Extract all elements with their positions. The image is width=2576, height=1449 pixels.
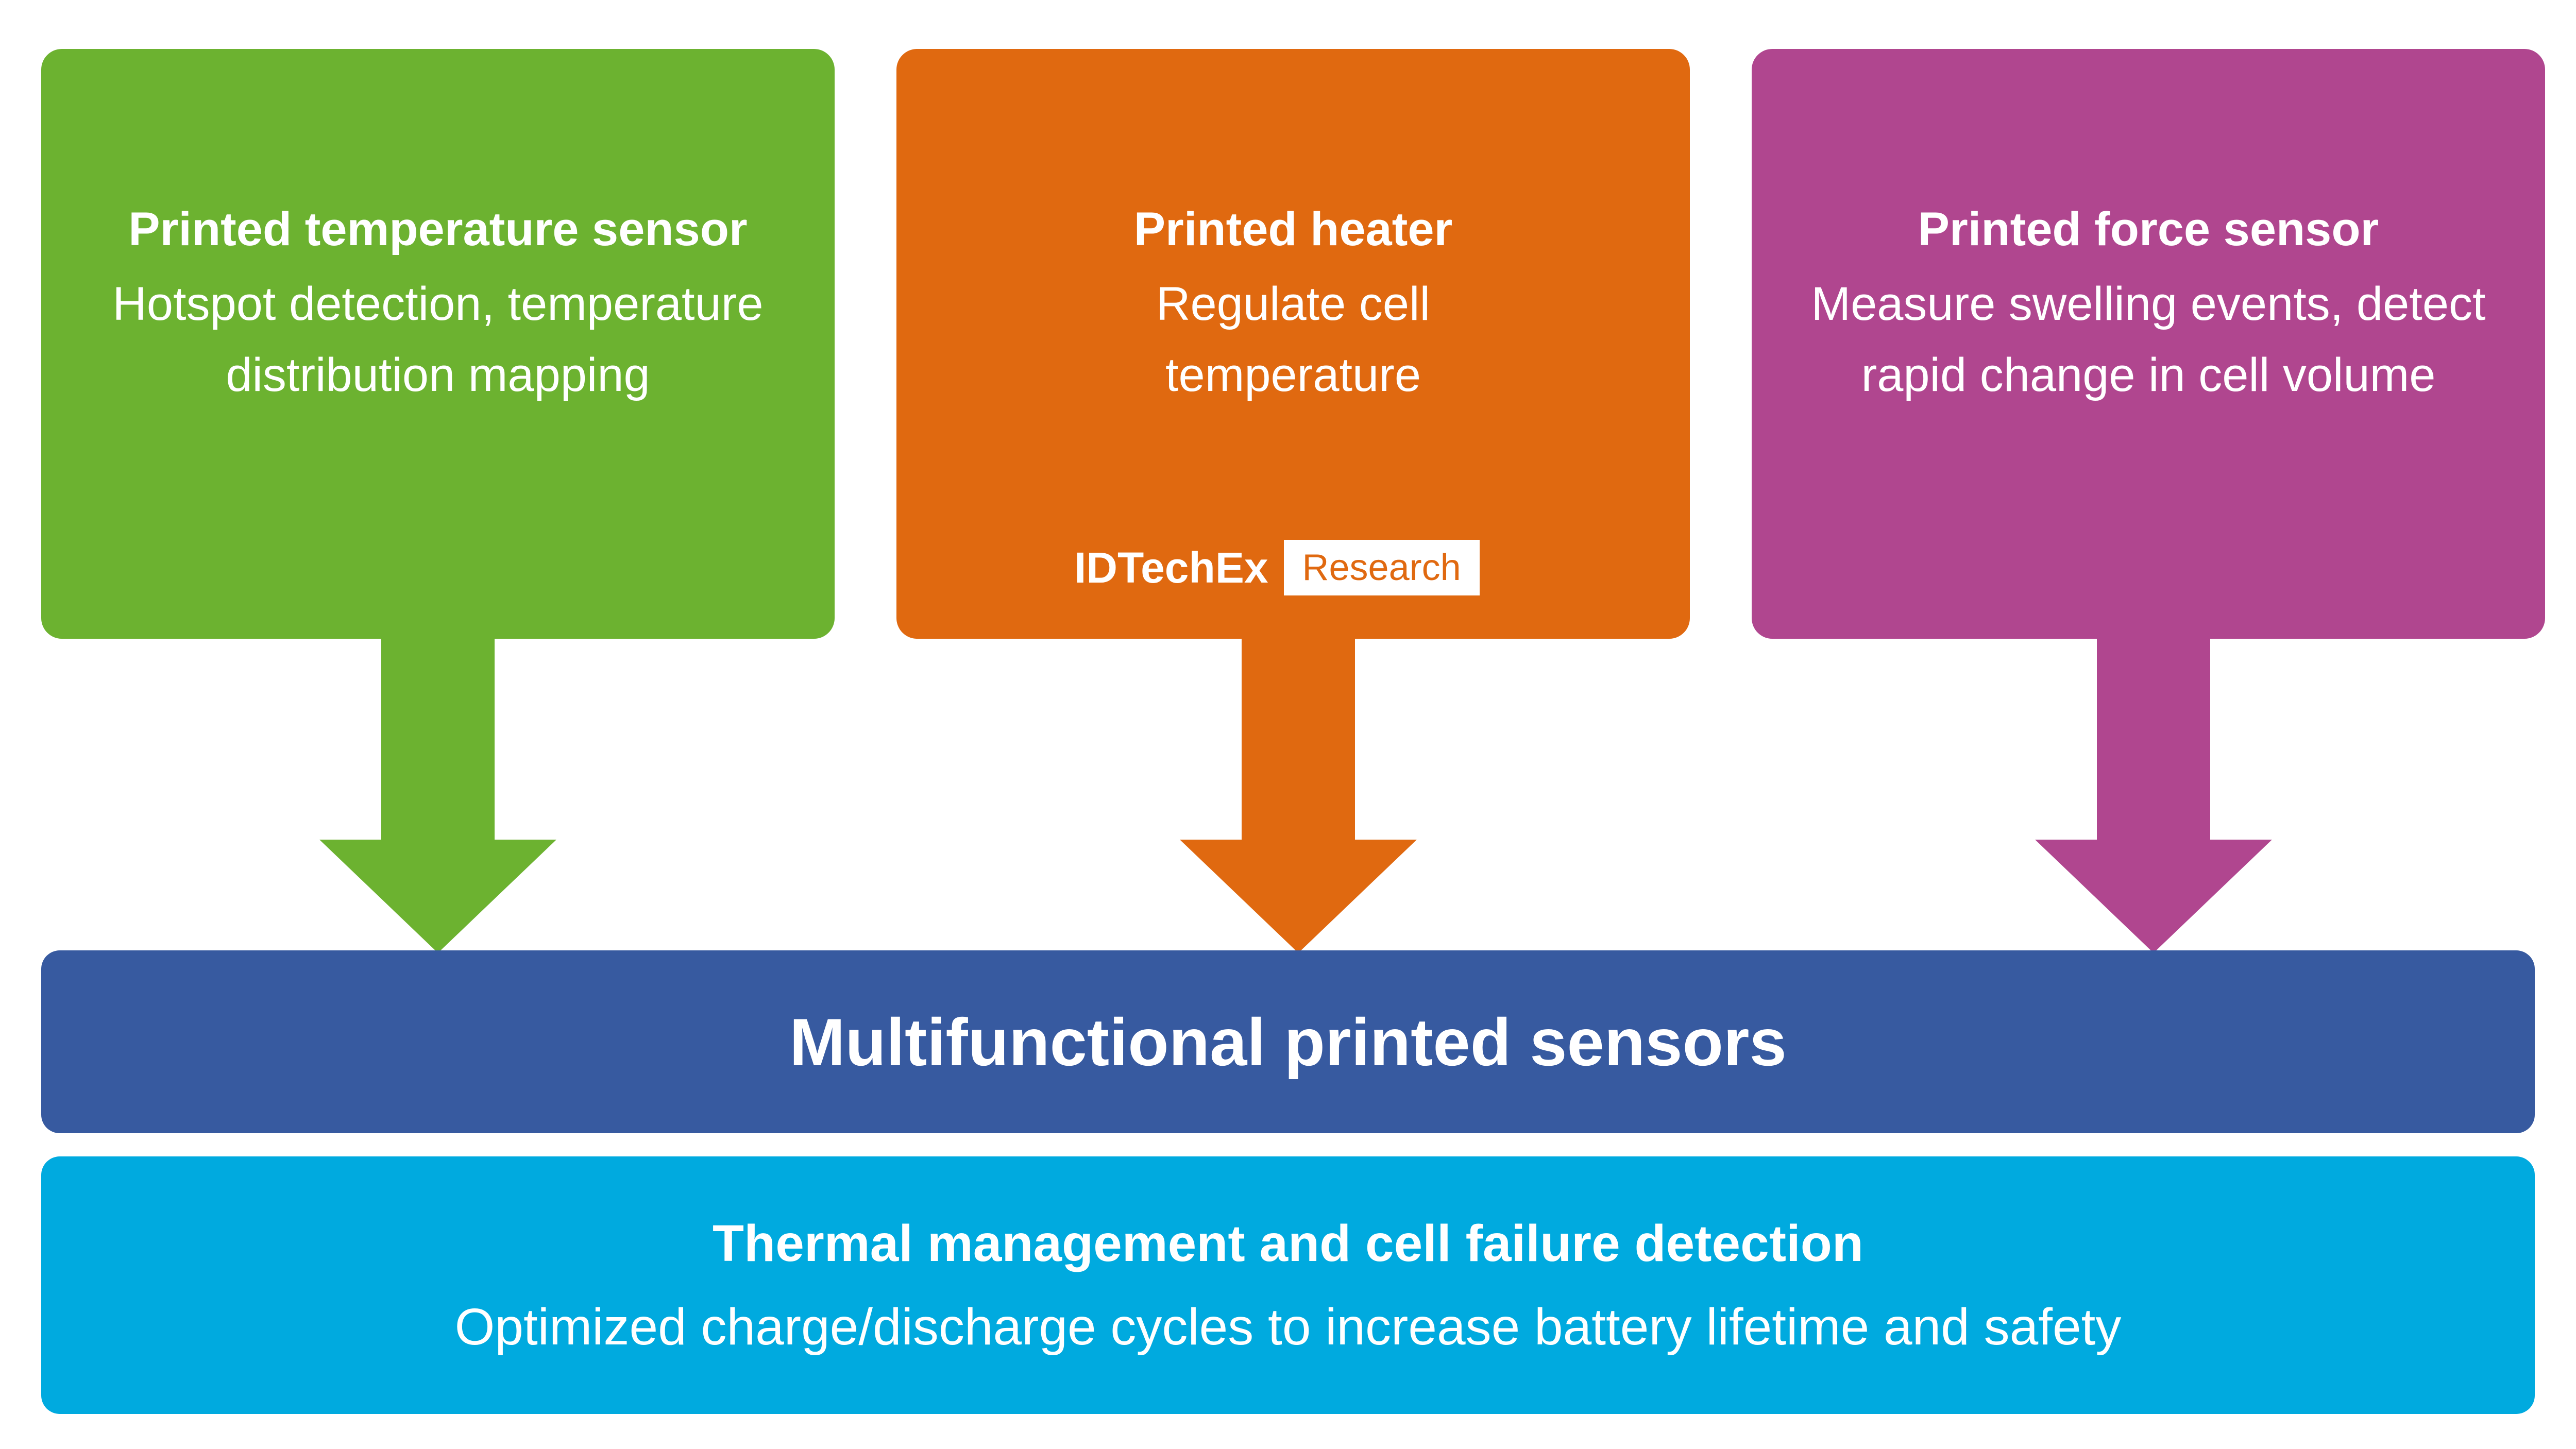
multifunctional-band: Multifunctional printed sensors	[41, 950, 2535, 1133]
temperature-sensor-description: Hotspot detection, temperature distribut…	[112, 278, 764, 401]
temperature-arrow	[319, 634, 556, 953]
idtechex-logo: IDTechEx Research	[1074, 540, 1480, 595]
footer-title: Thermal management and cell failure dete…	[713, 1215, 1863, 1272]
force-sensor-title: Printed force sensor	[1918, 203, 2379, 255]
footer-subtitle: Optimized charge/discharge cycles to inc…	[454, 1298, 2122, 1356]
heater-description: Regulate cell temperature	[1156, 278, 1430, 401]
force-sensor-box: Printed force sensor Measure swelling ev…	[1752, 49, 2545, 639]
force-sensor-description: Measure swelling events, detect rapid ch…	[1811, 278, 2486, 401]
force-arrow	[2035, 634, 2272, 953]
multifunctional-title: Multifunctional printed sensors	[789, 1004, 1787, 1080]
temperature-sensor-box: Printed temperature sensor Hotspot detec…	[41, 49, 835, 639]
heater-arrow	[1180, 634, 1417, 953]
heater-title: Printed heater	[1133, 203, 1453, 255]
footer-band: Thermal management and cell failure dete…	[41, 1156, 2535, 1414]
logo-text: IDTechEx	[1074, 543, 1268, 592]
temperature-sensor-title: Printed temperature sensor	[128, 203, 748, 255]
logo-badge: Research	[1283, 540, 1480, 595]
